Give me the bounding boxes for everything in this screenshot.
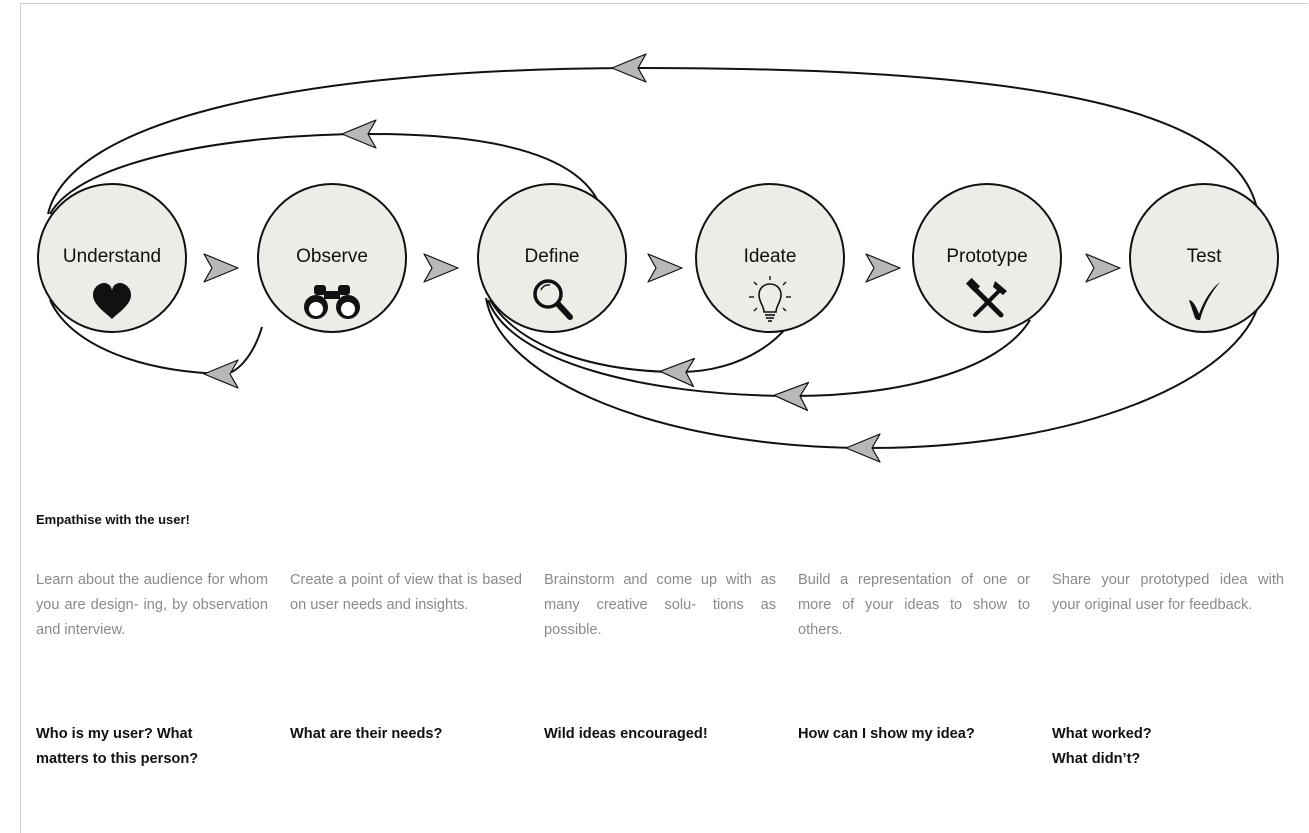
design-thinking-diagram: Understand Observe Define Ideate: [37, 53, 1279, 463]
stage-observe: Observe: [257, 183, 407, 333]
column-test: Share your prototyped idea with your ori…: [1052, 568, 1284, 618]
stage-label: Prototype: [946, 246, 1027, 267]
loop-arrowhead: [203, 359, 239, 389]
loop-test-to-understand-top: [47, 66, 1259, 215]
forward-arrow: [423, 253, 459, 283]
column-question: Wild ideas encouraged!: [544, 726, 708, 742]
column-define: Create a point of view that is based on …: [290, 568, 522, 618]
loop-observe-to-understand-bottom: [49, 299, 263, 376]
checkmark-icon: [1189, 282, 1220, 320]
stage-label: Understand: [63, 246, 161, 267]
forward-arrow: [865, 253, 901, 283]
stage-label: Ideate: [744, 246, 797, 267]
column-description: Brainstorm and come up with as many crea…: [544, 572, 776, 638]
column-question: Who is my user? What matters to this per…: [36, 726, 199, 767]
column-understand: Learn about the audience for whom you ar…: [36, 568, 268, 643]
lightbulb-icon: [749, 276, 791, 322]
column-description: Build a representation of one or more of…: [798, 572, 1030, 638]
column-description: Create a point of view that is based on …: [290, 572, 522, 613]
column-question: What are their needs?: [290, 726, 443, 742]
stage-label: Test: [1187, 246, 1223, 267]
magnifier-icon: [533, 279, 573, 320]
forward-arrow: [203, 253, 239, 283]
stage-ideate: Ideate: [695, 183, 845, 333]
heart-icon: [93, 283, 131, 319]
column-question: What worked? What didn’t?: [1052, 726, 1152, 767]
stage-test: Test: [1129, 183, 1279, 333]
section-heading: Empathise with the user!: [36, 512, 190, 527]
stage-prototype: Prototype: [912, 183, 1062, 333]
stage-understand: Understand: [37, 183, 187, 333]
stage-label: Define: [525, 246, 580, 267]
column-ideate: Brainstorm and come up with as many crea…: [544, 568, 776, 643]
forward-arrow: [647, 253, 683, 283]
stage-define: Define: [477, 183, 627, 333]
column-prototype: Build a representation of one or more of…: [798, 568, 1030, 643]
loop-define-to-understand-top: [49, 132, 605, 219]
page-frame: [20, 3, 1308, 833]
forward-arrow: [1085, 253, 1121, 283]
binoculars-icon: [304, 285, 360, 319]
tools-icon: [965, 277, 1007, 318]
column-description: Share your prototyped idea with your ori…: [1052, 572, 1284, 613]
stage-label: Observe: [296, 246, 368, 267]
column-description: Learn about the audience for whom you ar…: [36, 572, 268, 638]
column-question: How can I show my idea?: [798, 726, 975, 742]
